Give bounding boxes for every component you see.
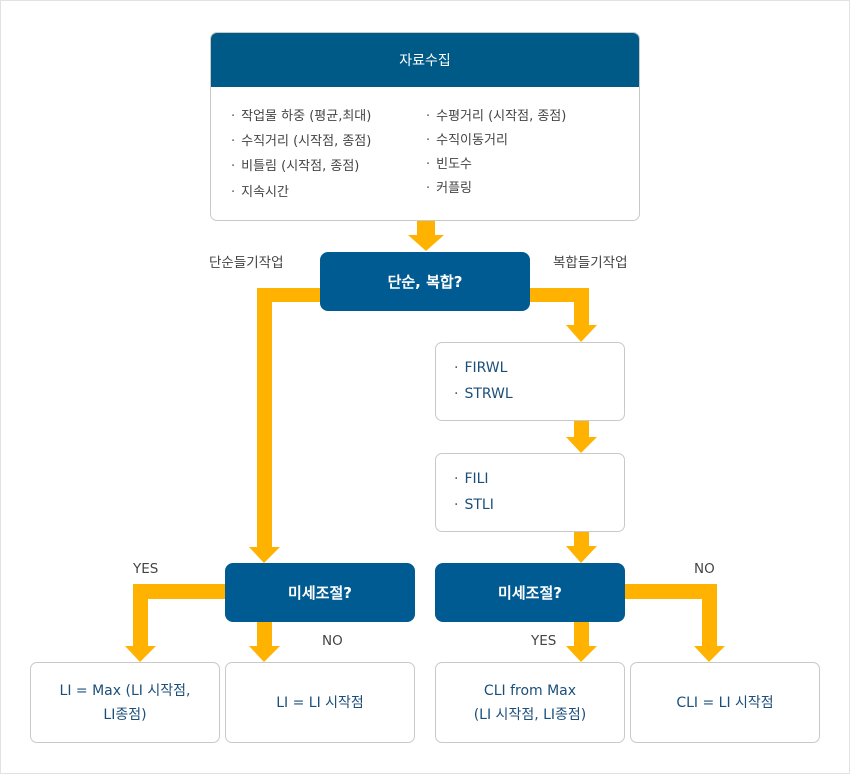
arrow-collect-decision-shaft xyxy=(417,221,435,235)
arrow-right-no-vertical xyxy=(702,584,717,647)
label-complex-lifting: 복합들기작업 xyxy=(553,255,628,271)
result-cli-from-max-line2: (LI 시작점, LI종점) xyxy=(473,706,587,723)
label-right-yes: YES xyxy=(531,633,557,649)
collect-item-vertical-distance: ·수직거리 (시작점, 종점) xyxy=(231,134,372,149)
arrow-left-yes-horizontal xyxy=(133,584,226,599)
arrow-right-no-head xyxy=(694,646,725,662)
label-left-no: NO xyxy=(322,633,343,649)
collect-item-twist: ·비틀림 (시작점, 종점) xyxy=(231,159,360,174)
label-right-no: NO xyxy=(694,561,715,577)
arrow-simple-vertical xyxy=(257,288,272,548)
arrow-right-no-horizontal xyxy=(624,584,717,599)
result-li-start-text: LI = LI 시작점 xyxy=(276,694,364,711)
arrow-complex-vertical xyxy=(574,288,589,326)
data-collection-box: 자료수집 ·작업물 하중 (평균,최대) ·수직거리 (시작점, 종점) ·비틀… xyxy=(210,32,640,221)
arrow-right-yes-head xyxy=(566,646,597,662)
result-li-max: LI = Max (LI 시작점, LI종점) xyxy=(30,662,220,743)
collect-item-frequency: ·빈도수 xyxy=(426,157,473,172)
arrow-left-yes-head xyxy=(125,646,156,662)
arrow-simple-head xyxy=(249,547,280,563)
rwl-item-strwl: ·STRWL xyxy=(454,386,513,402)
arrow-left-yes-vertical xyxy=(133,584,148,647)
arrow-rwl-li-shaft xyxy=(574,421,589,438)
collect-item-duration: ·지속시간 xyxy=(231,185,289,200)
decision-simple-complex: 단순, 복합? xyxy=(320,252,530,311)
arrow-collect-decision-head xyxy=(408,235,444,251)
collect-item-horizontal-distance: ·수평거리 (시작점, 종점) xyxy=(426,109,567,124)
result-li-max-line2: LI종점) xyxy=(103,706,147,723)
collect-item-load: ·작업물 하중 (평균,최대) xyxy=(231,109,372,124)
collect-item-coupling: ·커플링 xyxy=(426,181,473,196)
arrow-right-yes-shaft xyxy=(574,622,589,647)
rwl-list-box: ·FIRWL ·STRWL xyxy=(435,342,625,421)
label-simple-lifting: 단순들기작업 xyxy=(209,255,284,271)
label-left-yes: YES xyxy=(133,561,159,577)
li-list-box: ·FILI ·STLI xyxy=(435,453,625,532)
arrow-li-fine-head xyxy=(566,546,597,563)
rwl-item-firwl: ·FIRWL xyxy=(454,360,508,376)
arrow-simple-horizontal xyxy=(257,288,320,302)
arrow-left-no-shaft xyxy=(257,622,272,647)
li-item-fili: ·FILI xyxy=(454,471,489,487)
decision-fine-adjust-right: 미세조절? xyxy=(435,563,625,622)
arrow-rwl-li-head xyxy=(566,437,597,453)
result-cli-from-max: CLI from Max (LI 시작점, LI종점) xyxy=(435,662,625,743)
result-li-max-line1: LI = Max (LI 시작점, xyxy=(59,682,191,699)
decision-fine-adjust-left: 미세조절? xyxy=(225,563,415,622)
collect-item-vertical-travel: ·수직이동거리 xyxy=(426,133,508,148)
result-cli-start-text: CLI = LI 시작점 xyxy=(676,694,774,711)
arrow-complex-head xyxy=(566,325,597,342)
result-cli-from-max-line1: CLI from Max xyxy=(483,682,577,699)
result-li-start: LI = LI 시작점 xyxy=(225,662,415,743)
result-cli-start: CLI = LI 시작점 xyxy=(630,662,820,743)
arrow-left-no-head xyxy=(249,646,280,662)
data-collection-title: 자료수집 xyxy=(211,33,639,87)
li-item-stli: ·STLI xyxy=(454,497,494,513)
arrow-li-fine-shaft xyxy=(574,532,589,547)
